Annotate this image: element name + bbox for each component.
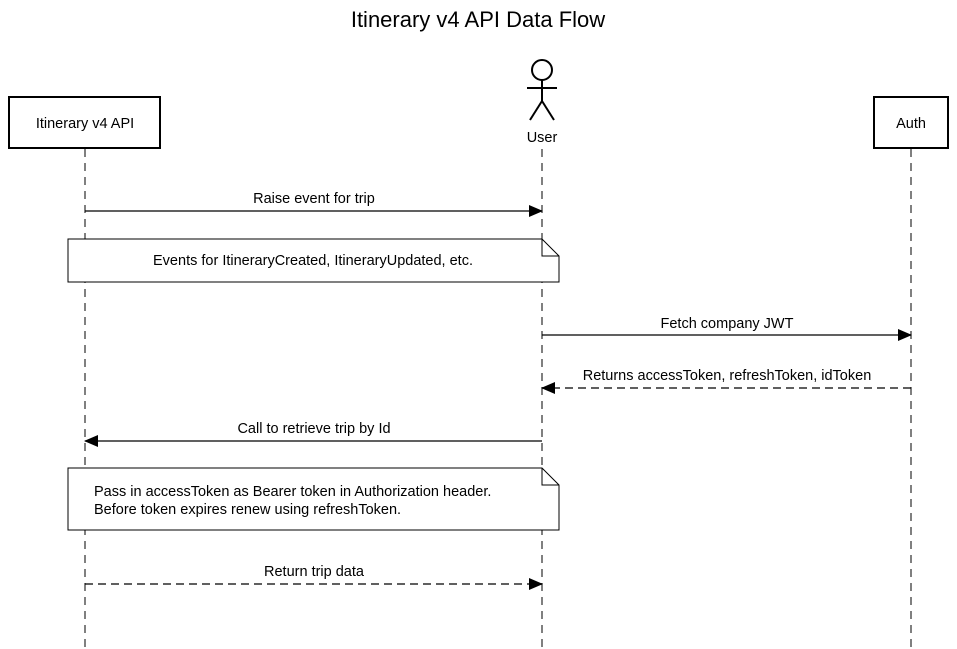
participant-label: User bbox=[527, 130, 558, 146]
message-label: Raise event for trip bbox=[253, 191, 375, 207]
diagram-title: Itinerary v4 API Data Flow bbox=[351, 7, 605, 32]
message-returns-tokens: Returns accessToken, refreshToken, idTok… bbox=[541, 368, 911, 394]
note-box bbox=[67, 467, 560, 531]
note-text: Events for ItineraryCreated, ItineraryUp… bbox=[153, 253, 473, 269]
participant-user: User bbox=[527, 59, 558, 146]
message-return-trip-data: Return trip data bbox=[85, 564, 543, 590]
note-box bbox=[67, 238, 560, 283]
message-label: Return trip data bbox=[264, 564, 365, 580]
participant-box bbox=[8, 96, 161, 149]
message-label: Returns accessToken, refreshToken, idTok… bbox=[583, 368, 872, 384]
message-label: Call to retrieve trip by Id bbox=[237, 421, 390, 437]
message-label: Fetch company JWT bbox=[661, 316, 794, 332]
message-retrieve-trip: Call to retrieve trip by Id bbox=[84, 421, 542, 447]
message-raise-event: Raise event for trip bbox=[85, 191, 543, 217]
participant-label: Auth bbox=[896, 116, 926, 132]
participant-label: Itinerary v4 API bbox=[36, 116, 134, 132]
participant-itinerary-api: Itinerary v4 API bbox=[8, 96, 161, 149]
note-text-line-1: Pass in accessToken as Bearer token in A… bbox=[94, 484, 491, 500]
participant-auth: Auth bbox=[873, 96, 949, 149]
note-fold bbox=[541, 468, 559, 486]
message-fetch-jwt: Fetch company JWT bbox=[542, 316, 912, 341]
participant-box bbox=[873, 96, 949, 149]
actor-stick-figure-icon bbox=[527, 59, 557, 121]
note-events: Events for ItineraryCreated, ItineraryUp… bbox=[67, 238, 560, 283]
note-access-token: Pass in accessToken as Bearer token in A… bbox=[67, 467, 560, 531]
note-fold bbox=[541, 239, 559, 257]
note-text-line-2: Before token expires renew using refresh… bbox=[94, 502, 401, 518]
